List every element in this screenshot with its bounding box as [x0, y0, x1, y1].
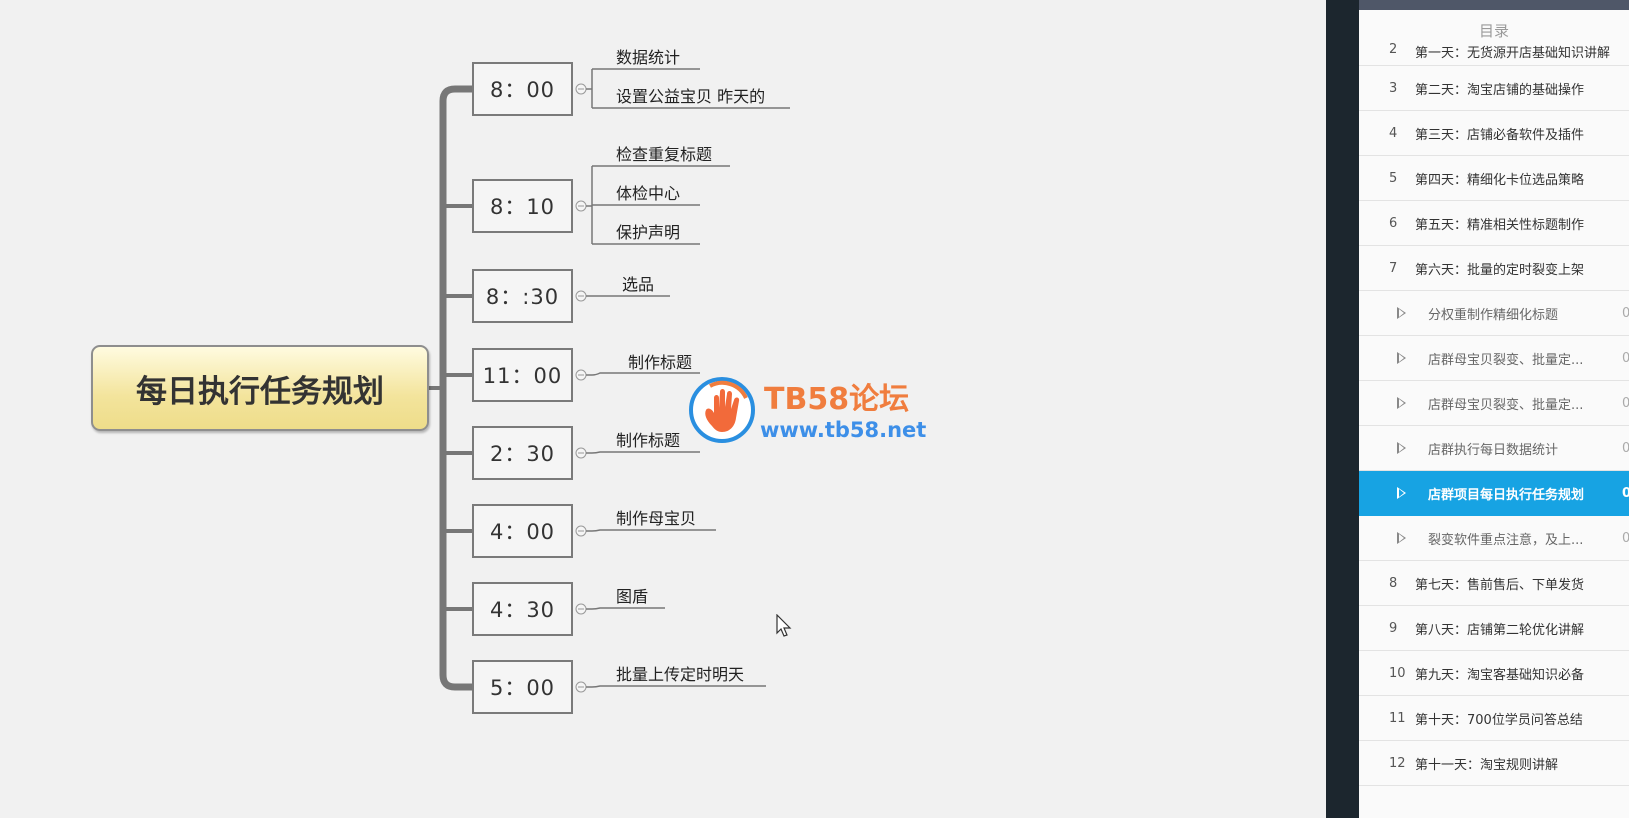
panel-divider	[1326, 0, 1359, 818]
chapter-label: 第一天：无货源开店基础知识讲解	[1415, 46, 1611, 61]
time-node-0800[interactable]: 8：00	[472, 62, 573, 116]
chapter-number: 5	[1389, 170, 1398, 186]
chapter-item[interactable]: 6 第五天：精准相关性标题制作	[1359, 201, 1629, 246]
play-icon	[1397, 397, 1406, 409]
chapter-number: 4	[1389, 125, 1398, 141]
chapter-label: 第九天：淘宝客基础知识必备	[1415, 667, 1585, 683]
mouse-cursor-icon	[776, 614, 792, 637]
lesson-item[interactable]: 店群母宝贝裂变、批量定... 00	[1359, 336, 1629, 381]
watermark-title: TB58论坛	[764, 382, 910, 417]
leaf-topic[interactable]: 选品	[622, 275, 655, 294]
chapter-item[interactable]: 4 第三天：店铺必备软件及插件	[1359, 111, 1629, 156]
leaf-connector	[586, 607, 665, 610]
chapter-label: 第十一天：淘宝规则讲解	[1415, 757, 1559, 773]
chapter-item[interactable]: 11 第十天：700位学员问答总结	[1359, 696, 1629, 741]
lesson-item[interactable]: 分权重制作精细化标题 00	[1359, 291, 1629, 336]
leaf-topic[interactable]: 批量上传定时明天	[616, 665, 745, 684]
leaf-topic[interactable]: 制作母宝贝	[616, 509, 697, 528]
lesson-duration: 00	[1622, 486, 1629, 501]
time-node-0830[interactable]: 8：:30	[472, 269, 573, 323]
chapter-number: 3	[1389, 80, 1398, 96]
time-node-0230[interactable]: 2：30	[472, 426, 573, 480]
leaf-topic[interactable]: 体检中心	[616, 184, 681, 203]
chapter-item[interactable]: 9 第八天：店铺第二轮优化讲解	[1359, 606, 1629, 651]
time-node-0500[interactable]: 5：00	[472, 660, 573, 714]
chapter-item[interactable]: 12 第十一天：淘宝规则讲解	[1359, 741, 1629, 786]
chapter-label: 第三天：店铺必备软件及插件	[1415, 127, 1585, 143]
leaf-connector	[586, 372, 700, 376]
lesson-duration: 00	[1622, 531, 1629, 546]
course-catalog-sidebar: 目录 2 第一天：无货源开店基础知识讲解 3 第二天：淘宝店铺的基础操作 4 第三天：…	[1359, 0, 1629, 818]
leaf-connector	[586, 685, 766, 688]
lesson-item[interactable]: 店群执行每日数据统计 00	[1359, 426, 1629, 471]
time-node-1100[interactable]: 11：00	[472, 348, 573, 402]
time-node-0430[interactable]: 4：30	[472, 582, 573, 636]
chapter-item[interactable]: 3 第二天：淘宝店铺的基础操作	[1359, 66, 1629, 111]
chapter-item[interactable]: 7 第六天：批量的定时裂变上架	[1359, 246, 1629, 291]
chapter-label: 第四天：精细化卡位选品策略	[1415, 172, 1585, 188]
chapter-item[interactable]: 2 第一天：无货源开店基础知识讲解	[1359, 42, 1629, 66]
play-icon	[1397, 442, 1406, 454]
lesson-label: 店群项目每日执行任务规划	[1428, 487, 1585, 503]
leaf-topic[interactable]: 设置公益宝贝 昨天的	[616, 87, 766, 106]
chapter-label: 第七天：售前售后、下单发货	[1415, 577, 1585, 593]
leaf-topic[interactable]: 制作标题	[628, 353, 693, 372]
chapter-number: 8	[1389, 575, 1398, 591]
chapter-number: 12	[1389, 755, 1406, 771]
lesson-label: 店群母宝贝裂变、批量定...	[1428, 352, 1584, 368]
mindmap-spine	[439, 85, 472, 691]
lesson-item-active[interactable]: 店群项目每日执行任务规划 00	[1359, 471, 1629, 516]
lesson-label: 店群母宝贝裂变、批量定...	[1428, 397, 1584, 413]
lesson-duration: 00	[1622, 306, 1629, 321]
play-icon	[1397, 307, 1406, 319]
mindmap-canvas: 每日执行任务规划 8：00 8：10 8：:30 11：00 2：30 4：00…	[91, 48, 927, 714]
chapter-label: 第二天：淘宝店铺的基础操作	[1415, 82, 1585, 98]
time-node-0400[interactable]: 4：00	[472, 504, 573, 558]
chapter-number: 2	[1389, 42, 1398, 57]
chapter-number: 9	[1389, 620, 1398, 636]
chapter-number: 10	[1389, 665, 1406, 681]
chapter-item[interactable]: 8 第七天：售前售后、下单发货	[1359, 561, 1629, 606]
lesson-label: 分权重制作精细化标题	[1428, 307, 1559, 323]
catalog-list: 2 第一天：无货源开店基础知识讲解 3 第二天：淘宝店铺的基础操作 4 第三天：店铺必…	[1359, 42, 1629, 786]
lesson-item[interactable]: 店群母宝贝裂变、批量定... 00	[1359, 381, 1629, 426]
chapter-number: 11	[1389, 710, 1406, 726]
watermark-hand-logo-icon	[689, 377, 755, 443]
chapter-item[interactable]: 10 第九天：淘宝客基础知识必备	[1359, 651, 1629, 696]
leaf-topic[interactable]: 数据统计	[616, 48, 681, 67]
lesson-duration: 00	[1622, 351, 1629, 366]
leaf-topic[interactable]: 图盾	[616, 587, 649, 606]
sidebar-top-bar	[1359, 0, 1629, 10]
lesson-label: 店群执行每日数据统计	[1428, 442, 1559, 458]
mindmap-connectors	[429, 68, 790, 693]
play-icon	[1397, 352, 1406, 364]
chapter-label: 第五天：精准相关性标题制作	[1415, 217, 1585, 233]
leaf-topic[interactable]: 保护声明	[616, 223, 681, 242]
chapter-number: 6	[1389, 215, 1398, 231]
leaf-connector	[586, 529, 716, 532]
chapter-label: 第八天：店铺第二轮优化讲解	[1415, 622, 1585, 638]
play-icon	[1397, 487, 1406, 499]
lesson-label: 裂变软件重点注意，及上...	[1428, 532, 1584, 548]
lesson-duration: 00	[1622, 441, 1629, 456]
play-icon	[1397, 532, 1406, 544]
chapter-label: 第六天：批量的定时裂变上架	[1415, 262, 1585, 278]
chapter-item[interactable]: 5 第四天：精细化卡位选品策略	[1359, 156, 1629, 201]
leaf-connector	[586, 451, 700, 454]
chapter-number: 7	[1389, 260, 1398, 276]
chapter-label: 第十天：700位学员问答总结	[1415, 712, 1583, 728]
leaf-topic[interactable]: 检查重复标题	[616, 145, 713, 164]
watermark-url: www.tb58.net	[760, 418, 927, 442]
lesson-item[interactable]: 裂变软件重点注意，及上... 00	[1359, 516, 1629, 561]
time-node-0810[interactable]: 8：10	[472, 179, 573, 233]
leaf-topic[interactable]: 制作标题	[616, 431, 681, 450]
mindmap-root-topic[interactable]: 每日执行任务规划	[91, 345, 429, 431]
catalog-header: 目录	[1478, 21, 1509, 40]
lesson-duration: 00	[1622, 396, 1629, 411]
